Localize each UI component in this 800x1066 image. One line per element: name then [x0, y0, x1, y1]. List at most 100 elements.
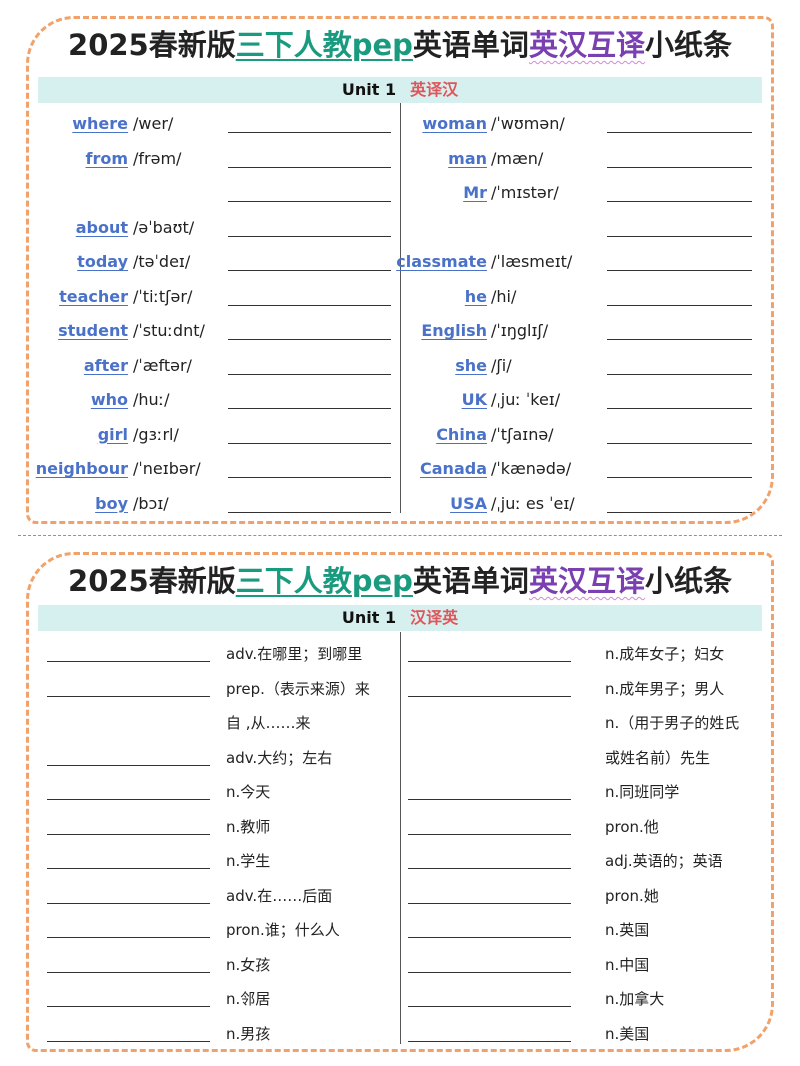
phonetic: /ˈkænədə/ — [491, 459, 572, 478]
answer-blank[interactable] — [408, 937, 571, 938]
word-he: he — [464, 286, 487, 306]
answer-blank[interactable] — [408, 971, 571, 973]
word-where: where — [72, 114, 128, 133]
meaning-text: pron.谁；什么人 — [226, 921, 340, 939]
cut-line — [18, 535, 782, 536]
answer-blank[interactable] — [47, 1006, 210, 1007]
phonetic: /frəm/ — [133, 148, 182, 168]
column-divider-top — [400, 103, 401, 513]
answer-blank[interactable] — [228, 442, 391, 444]
answer-blank[interactable] — [408, 868, 571, 869]
title-prefix: 2025春新版 — [68, 28, 236, 62]
phonetic: /bɔɪ/ — [133, 493, 169, 513]
answer-blank[interactable] — [408, 695, 571, 697]
phonetic: /ˈwʊmən/ — [491, 114, 565, 133]
answer-blank[interactable] — [607, 477, 752, 478]
phonetic: /ˈmɪstər/ — [491, 183, 559, 202]
answer-blank[interactable] — [228, 166, 391, 168]
word-usa: USA — [450, 493, 487, 513]
phonetic: /ˈstuːdnt/ — [133, 321, 205, 340]
meaning-text: n.（用于男子的姓氏 — [605, 714, 740, 732]
answer-blank[interactable] — [607, 132, 752, 133]
answer-blank[interactable] — [228, 304, 391, 306]
answer-blank[interactable] — [228, 235, 391, 237]
answer-blank[interactable] — [607, 511, 752, 513]
answer-blank[interactable] — [47, 764, 210, 766]
word-teacher: teacher — [59, 286, 128, 306]
title-highlight-mode: 英汉互译 — [528, 28, 645, 62]
meaning-text: n.同班同学 — [605, 783, 680, 801]
meaning-text: n.男孩 — [226, 1024, 271, 1043]
word-english: English — [421, 321, 487, 340]
phonetic: /ˈtiːtʃər/ — [133, 286, 193, 306]
answer-blank[interactable] — [607, 339, 752, 340]
answer-blank[interactable] — [408, 1006, 571, 1007]
word-today: today — [77, 252, 128, 271]
answer-blank[interactable] — [408, 833, 571, 835]
bottom-card — [26, 552, 774, 1052]
answer-blank[interactable] — [47, 833, 210, 835]
page-title-bottom: 2025春新版三下人教pep英语单词英汉互译小纸条 — [0, 558, 800, 600]
answer-blank[interactable] — [408, 799, 571, 800]
answer-blank[interactable] — [228, 270, 391, 271]
phonetic: /ˌjuː ˈkeɪ/ — [491, 390, 561, 409]
unit-bar-top: Unit 1 英译汉 — [38, 77, 762, 103]
answer-blank[interactable] — [607, 442, 752, 444]
answer-blank[interactable] — [228, 132, 391, 133]
word-man: man — [448, 148, 487, 168]
answer-blank[interactable] — [408, 661, 571, 662]
meaning-text: n.英国 — [605, 921, 650, 939]
phonetic: /ˌjuː es ˈeɪ/ — [491, 493, 575, 513]
answer-blank[interactable] — [408, 1040, 571, 1042]
meaning-text: n.成年男子；男人 — [605, 679, 725, 698]
answer-blank[interactable] — [228, 201, 391, 202]
phonetic: /wer/ — [133, 114, 174, 133]
word-mr: Mr — [463, 183, 487, 202]
answer-blank[interactable] — [607, 201, 752, 202]
answer-blank[interactable] — [228, 339, 391, 340]
answer-blank[interactable] — [607, 408, 752, 409]
answer-blank[interactable] — [47, 799, 210, 800]
answer-blank[interactable] — [47, 971, 210, 973]
answer-blank[interactable] — [607, 235, 752, 237]
answer-blank[interactable] — [607, 166, 752, 168]
answer-blank[interactable] — [47, 695, 210, 697]
unit-label: Unit 1 — [341, 80, 397, 99]
answer-blank[interactable] — [47, 902, 210, 904]
phonetic: /ˈɪŋglɪʃ/ — [491, 321, 549, 340]
meaning-text: adv.在哪里；到哪里 — [226, 645, 363, 663]
phonetic: /ˈneɪbər/ — [133, 459, 201, 478]
meaning-text: n.教师 — [226, 817, 271, 836]
answer-blank[interactable] — [47, 937, 210, 938]
phonetic: /ʃi/ — [491, 355, 512, 375]
word-girl: girl — [97, 424, 128, 444]
word-uk: UK — [461, 390, 487, 409]
answer-blank[interactable] — [228, 373, 391, 375]
title-highlight-edition: 三下人教pep — [235, 564, 413, 598]
phonetic: /ˈtʃaɪnə/ — [491, 424, 554, 444]
answer-blank[interactable] — [607, 373, 752, 375]
title-middle: 英语单词 — [412, 28, 529, 62]
word-from: from — [85, 148, 128, 168]
word-china: China — [436, 424, 487, 444]
meaning-text: 或姓名前）先生 — [605, 748, 711, 767]
meaning-text: pron.她 — [605, 886, 659, 905]
word-boy: boy — [95, 493, 128, 513]
word-student: student — [58, 321, 128, 340]
answer-blank[interactable] — [607, 304, 752, 306]
answer-blank[interactable] — [47, 1040, 210, 1042]
answer-blank[interactable] — [228, 408, 391, 409]
answer-blank[interactable] — [228, 511, 391, 513]
answer-blank[interactable] — [228, 477, 391, 478]
answer-blank[interactable] — [607, 270, 752, 271]
phonetic: /ˈæftər/ — [133, 355, 192, 375]
mode-label: 英译汉 — [410, 80, 459, 99]
answer-blank[interactable] — [47, 868, 210, 869]
title-highlight-edition: 三下人教pep — [235, 28, 413, 62]
answer-blank[interactable] — [408, 902, 571, 904]
meaning-text: pron.他 — [605, 817, 659, 836]
phonetic: /mæn/ — [491, 148, 544, 168]
page-title-top: 2025春新版三下人教pep英语单词英汉互译小纸条 — [0, 22, 800, 64]
answer-blank[interactable] — [47, 661, 210, 662]
